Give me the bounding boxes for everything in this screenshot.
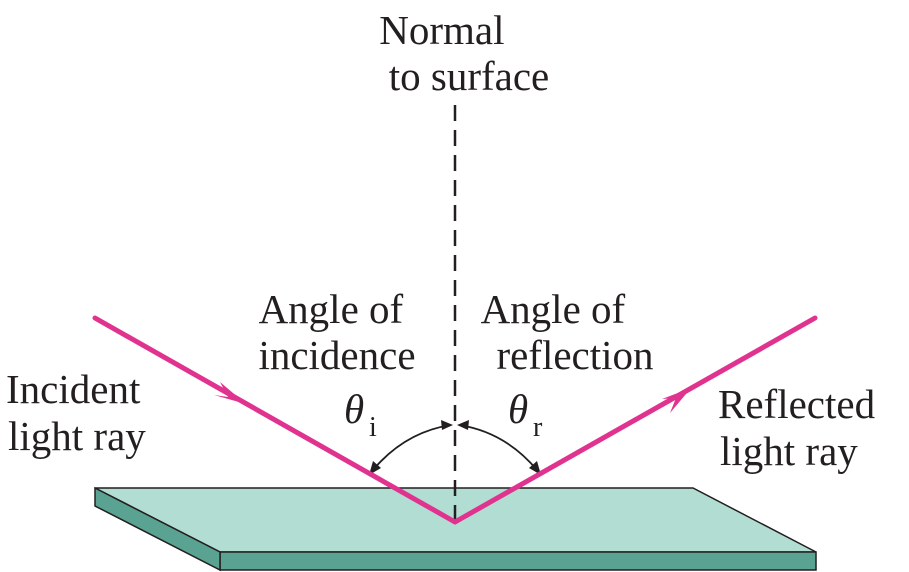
incidence-arc-arrowhead-left [369,461,381,475]
reflection-arc-arrowhead-left [457,420,469,430]
reflecting-surface [94,486,817,572]
reflection-label-line1: Angle of [481,286,626,332]
incidence-arc-arrowhead-right [441,420,453,430]
surface-left-edge [94,486,221,572]
theta-i-subscript: i [369,412,377,443]
theta-i-label: θ i [344,386,377,443]
incident-ray-label-line1: Incident [6,366,141,412]
incidence-label-line2: incidence [258,332,415,378]
normal-label: Normal to surface [379,7,549,99]
normal-label-line1: Normal [379,7,504,53]
theta-i-symbol: θ [344,386,364,432]
reflection-label-line2: reflection [496,332,653,378]
reflected-ray-arrowhead [662,388,691,413]
normal-label-line2: to surface [389,53,550,99]
reflected-ray-label-line2: light ray [720,428,858,474]
incident-ray [92,315,458,525]
incidence-label-line1: Angle of [259,286,404,332]
reflected-ray [452,315,818,525]
reflection-label: Angle of reflection [481,286,654,378]
theta-r-symbol: θ [508,386,528,432]
incident-ray-label: Incident light ray [6,366,151,459]
reflected-ray-label: Reflected light ray [718,381,885,474]
reflection-arc-arrowhead-right [529,461,541,475]
reflected-ray-label-line1: Reflected [718,381,875,427]
theta-r-subscript: r [533,412,543,443]
surface-front-edge [219,551,817,571]
incident-ray-label-line2: light ray [8,413,146,459]
reflection-angle-arc [457,420,541,475]
incidence-label: Angle of incidence [258,286,415,378]
theta-r-label: θ r [508,386,543,443]
incidence-angle-arc [369,420,453,475]
incident-ray-arrowhead [214,382,246,404]
